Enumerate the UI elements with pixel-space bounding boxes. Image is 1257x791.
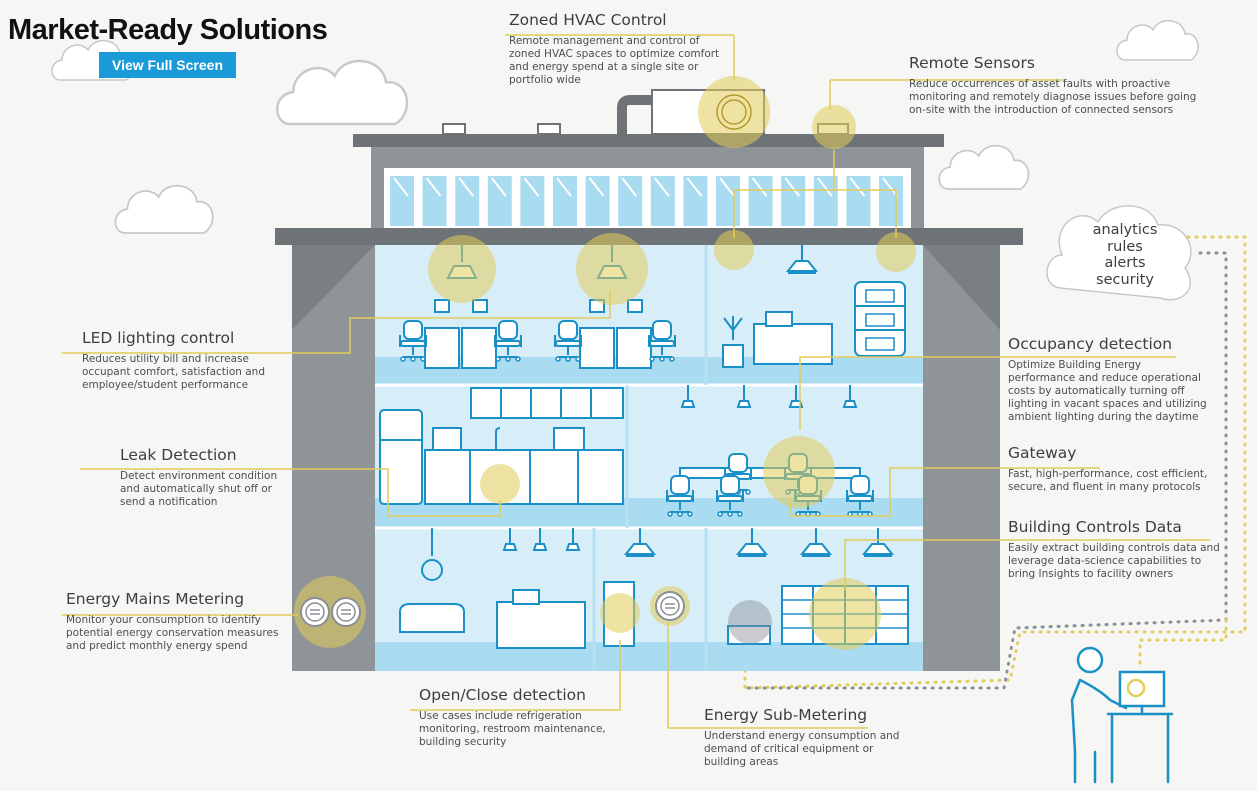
window-glare (491, 177, 507, 197)
window-pane (618, 176, 643, 226)
remote-sensors-description: Reduce occurrences of asset faults with … (909, 78, 1197, 116)
window-glare (784, 177, 800, 197)
gateway-heading: Gateway (1008, 444, 1077, 462)
window-glare (817, 177, 833, 197)
cloud-decoration (114, 184, 214, 234)
window-glare (393, 177, 409, 197)
window-glare (425, 177, 442, 197)
window-pane (390, 176, 414, 226)
window-glare (523, 177, 540, 197)
energy-sub-metering-label: Energy Sub-Metering Understand energy co… (704, 706, 914, 769)
analytics-item: alerts (1104, 255, 1146, 271)
window-glare (751, 177, 768, 197)
analytics-cloud-text: analytics rules alerts security (1070, 222, 1180, 288)
remote-sensors-heading: Remote Sensors (909, 54, 1035, 72)
analytics-item: analytics (1092, 222, 1158, 238)
occupancy-heading: Occupancy detection (1008, 335, 1173, 353)
hvac-description: Remote management and control of zoned H… (509, 35, 720, 86)
window-pane (879, 176, 903, 226)
window-pane (716, 176, 740, 226)
energy-mains-description: Monitor your consumption to identify pot… (66, 614, 279, 652)
building-controls-data-label: Building Controls Data Easily extract bu… (1008, 518, 1243, 581)
window-glare (458, 177, 474, 197)
analyst-figure (1070, 646, 1174, 784)
cloud-decoration (276, 59, 409, 126)
open-close-label: Open/Close detection Use cases include r… (419, 686, 619, 749)
window-pane (846, 176, 871, 226)
open-close-heading: Open/Close detection (419, 686, 586, 704)
window-glare (556, 177, 572, 197)
building-controls-data-heading: Building Controls Data (1008, 518, 1182, 536)
energy-mains-label: Energy Mains Metering Monitor your consu… (66, 590, 291, 653)
window-pane (553, 176, 577, 226)
led-lighting-heading: LED lighting control (82, 329, 235, 347)
led-lighting-label: LED lighting control Reduces utility bil… (82, 329, 302, 392)
window-pane (520, 176, 545, 226)
remote-sensors-label: Remote Sensors Reduce occurrences of ass… (909, 54, 1209, 117)
window-glare (849, 177, 866, 197)
building-controls-data-description: Easily extract building controls data an… (1008, 542, 1220, 580)
gateway-description: Fast, high-performance, cost efficient, … (1008, 468, 1208, 493)
analytics-item: rules (1107, 238, 1143, 255)
office-desks (399, 299, 676, 369)
analytics-cloud-shape (1046, 205, 1192, 301)
analytics-item: security (1096, 271, 1154, 288)
view-full-screen-button[interactable]: View Full Screen (99, 52, 236, 78)
led-lighting-description: Reduces utility bill and increase occupa… (82, 353, 266, 391)
window-pane (585, 176, 610, 226)
window-pane (781, 176, 806, 226)
window-glare (719, 177, 735, 197)
window-pane (455, 176, 480, 226)
window-glare (621, 177, 637, 197)
roof-slab (353, 134, 944, 147)
window-pane (422, 176, 447, 226)
occupancy-description: Optimize Building Energy performance and… (1008, 359, 1207, 423)
window-pane (683, 176, 708, 226)
energy-sub-metering-heading: Energy Sub-Metering (704, 706, 868, 724)
hvac-heading: Zoned HVAC Control (509, 11, 667, 29)
hvac-label: Zoned HVAC Control Remote management and… (509, 11, 739, 87)
window-glare (654, 177, 670, 197)
window-glare (686, 177, 703, 197)
window-pane (487, 176, 512, 226)
leak-detection-description: Detect environment condition and automat… (120, 470, 278, 508)
gear-icon (1126, 678, 1146, 698)
page-title: Market-Ready Solutions (8, 14, 328, 46)
energy-sub-metering-description: Understand energy consumption and demand… (704, 730, 900, 768)
occupancy-label: Occupancy detection Optimize Building En… (1008, 335, 1218, 424)
leak-detection-heading: Leak Detection (120, 446, 237, 464)
leak-detection-label: Leak Detection Detect environment condit… (120, 446, 320, 509)
window-glare (588, 177, 605, 197)
window-row (390, 176, 903, 226)
cloud-decoration (938, 144, 1030, 190)
window-pane (748, 176, 773, 226)
window-pane (650, 176, 675, 226)
open-close-description: Use cases include refrigeration monitori… (419, 710, 606, 748)
gateway-label: Gateway Fast, high-performance, cost eff… (1008, 444, 1218, 494)
energy-mains-heading: Energy Mains Metering (66, 590, 245, 608)
window-glare (882, 177, 898, 197)
